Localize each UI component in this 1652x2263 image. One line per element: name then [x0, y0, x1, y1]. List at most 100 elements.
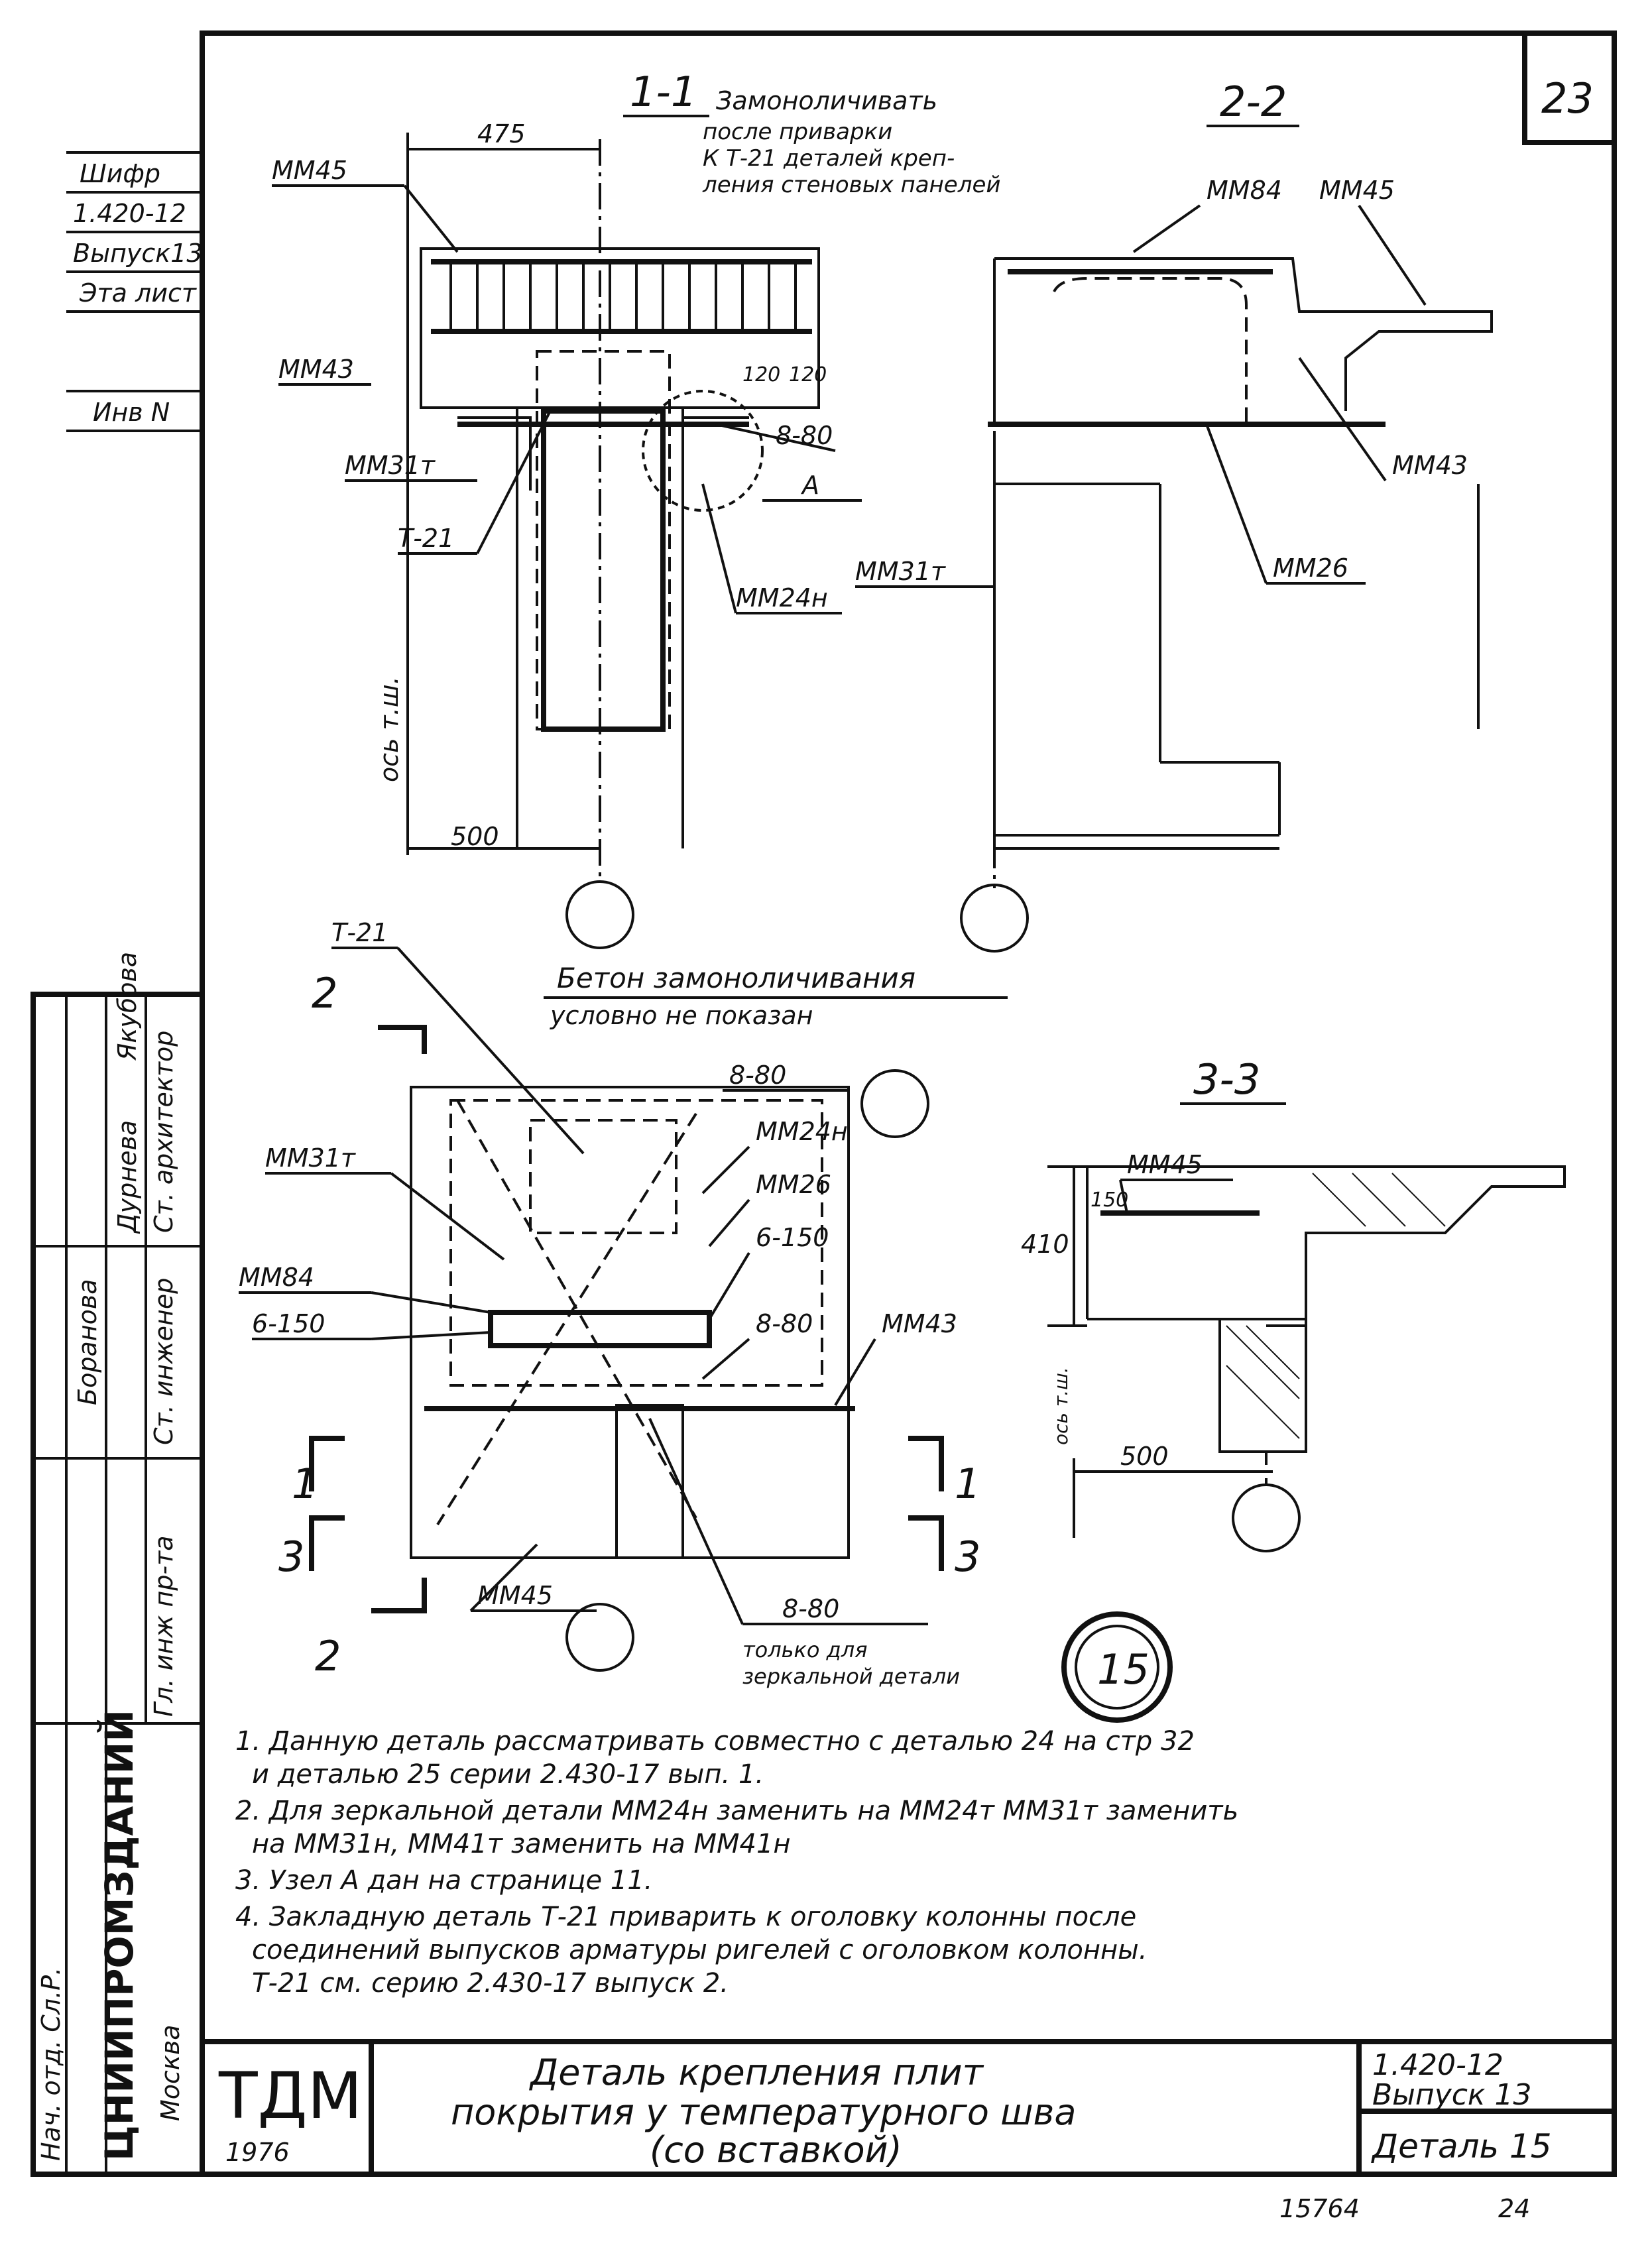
plan-weld-mid: 8-80 — [756, 1309, 813, 1338]
plan-label-mm43: ММ43 — [882, 1309, 957, 1338]
section-3-3: 3-3 ММ45 150 410 500 ось т.ш. — [1021, 1055, 1566, 1552]
cut-3-left-label: 3 — [278, 1533, 304, 1581]
note-4-line-2: соединений выпусков арматуры ригелей с о… — [252, 1935, 1147, 1965]
footer-inv: 15764 — [1279, 2194, 1360, 2223]
plan-mirror-note-2: зеркальной детали — [742, 1664, 960, 1689]
detail-number: 15 — [1097, 1645, 1150, 1694]
label-mm45: ММ45 — [272, 156, 347, 185]
role-chief-engineer: Гл. инж пр-та — [149, 1535, 178, 1717]
axis-label: ось т.ш. — [375, 676, 404, 782]
left-stamp: Шифр 1.420-12 Выпуск13 Эта лист Инв N — [66, 151, 203, 432]
monolith-note-3: К Т-21 деталей креп- — [703, 145, 955, 172]
name-yakubova: Якубова — [113, 952, 142, 1061]
monolith-note-4: ления стеновых панелей — [702, 172, 1000, 198]
dim-120-b: 120 — [789, 363, 827, 386]
note-4-line-1: 4. Закладную деталь Т-21 приварить к ого… — [235, 1902, 1136, 1932]
note-2-line-2: на ММ31н, ММ41т заменить на ММ41н — [252, 1829, 791, 1859]
title-detail: Деталь 15 — [1371, 2127, 1552, 2166]
role-senior-architect: Ст. архитектор — [149, 1031, 178, 1233]
plan-label-mm45: ММ45 — [477, 1581, 553, 1610]
title-issue: Выпуск 13 — [1372, 2078, 1531, 2112]
label-weld-8-80: 8-80 — [776, 421, 833, 450]
cut-2-bottom-label: 2 — [315, 1632, 341, 1680]
head-of-department: Нач. отд. Сл.Р. — [36, 1967, 66, 2161]
stamp-cipher: Шифр — [80, 159, 160, 188]
plan-mm84-bar — [488, 1310, 712, 1348]
monolith-note-2: после приварки — [703, 119, 892, 145]
cut-3-right-label: 3 — [955, 1533, 980, 1581]
section-1-1: 1-1 Замоноличивать после приварки К Т-21… — [272, 68, 1000, 949]
monolith-note-1: Замоноличивать — [716, 86, 937, 115]
dim-500-3: 500 — [1120, 1442, 1169, 1471]
plan-note-1: Бетон замоноличивания — [557, 962, 915, 994]
label-mm26: ММ26 — [1273, 553, 1348, 583]
org-name: ЦНИИПРОМЗДАНИЙ — [96, 1710, 142, 2161]
plan-axis-marker-top — [860, 1069, 929, 1138]
logo-tdm: ТДМ — [218, 2059, 362, 2133]
plan-weld-top: 8-80 — [729, 1061, 786, 1090]
section-2-2: 2-2 ММ84 ММ45 ММ43 ММ26 ММ31т — [855, 78, 1493, 953]
dim-475: 475 — [477, 119, 526, 148]
label-mm45-3: ММ45 — [1127, 1150, 1203, 1179]
label-node-a: А — [800, 471, 819, 500]
axis-label-3: ось т.ш. — [1050, 1367, 1072, 1445]
detail-number-circle — [1061, 1611, 1173, 1723]
name-durneva: Дурнева — [113, 1120, 142, 1234]
stamp-inv: Инв N — [93, 398, 170, 427]
label-mm31t: ММ31т — [345, 451, 436, 480]
plan-label-mm24h: ММ24н — [756, 1117, 848, 1146]
label-mm43: ММ43 — [278, 355, 354, 384]
plan-weld-6-150-a: 6-150 — [756, 1223, 829, 1252]
plan-note-2: условно не показан — [550, 1001, 813, 1030]
cut-1-right-label: 1 — [955, 1460, 980, 1508]
section-2-2-title: 2-2 — [1220, 78, 1287, 126]
plan-label-mm26: ММ26 — [756, 1170, 831, 1199]
stamp-issue: Выпуск13 — [73, 239, 203, 268]
plan-axis-marker-bottom — [565, 1603, 634, 1672]
stamp-sheet: Эта лист — [79, 278, 198, 308]
title-year: 1976 — [225, 2138, 290, 2167]
label-mm24h: ММ24н — [736, 583, 828, 612]
label-mm43-2: ММ43 — [1392, 451, 1468, 480]
signature-block: Гл. инж пр-та Ст. инженер Ст. архитектор… — [30, 952, 205, 2177]
dim-120-a: 120 — [742, 363, 780, 386]
slab-outline — [420, 247, 820, 409]
name-boranova: Боранова — [73, 1279, 102, 1405]
axis-marker-2 — [960, 884, 1029, 953]
title-block: ТДМ 1976 Деталь крепления плит покрытия … — [200, 2039, 1617, 2177]
axis-marker-3 — [1232, 1483, 1301, 1552]
section-3-3-wall — [1218, 1318, 1307, 1453]
note-1-line-1: 1. Данную деталь рассматривать совместно… — [235, 1726, 1195, 1757]
dim-500: 500 — [451, 822, 499, 851]
label-mm31t-2: ММ31т — [855, 557, 947, 586]
cut-2-top-label: 2 — [312, 969, 337, 1017]
org-city: Москва — [156, 2024, 185, 2121]
plan-weld-6-150-b: 6-150 — [252, 1309, 325, 1338]
page-number: 23 — [1541, 74, 1594, 123]
plan-embed-t21 — [529, 1119, 678, 1234]
label-t21: Т-21 — [398, 524, 454, 553]
section-3-3-title: 3-3 — [1193, 1055, 1260, 1104]
footer-sheet: 24 — [1498, 2194, 1530, 2223]
note-2-line-1: 2. Для зеркальной детали ММ24н заменить … — [235, 1796, 1238, 1826]
column-head — [541, 408, 666, 732]
plan-label-mm84: ММ84 — [239, 1263, 314, 1292]
stamp-series: 1.420-12 — [73, 199, 186, 228]
plan-label-t21: Т-21 — [331, 918, 388, 947]
title-series: 1.420-12 — [1372, 2048, 1504, 2082]
note-4-line-3: Т-21 см. серию 2.430-17 выпуск 2. — [252, 1968, 729, 1999]
dim-150: 150 — [1091, 1189, 1128, 1212]
label-mm45-2: ММ45 — [1319, 176, 1395, 205]
plan-weld-bottom: 8-80 — [782, 1594, 839, 1623]
dim-410: 410 — [1021, 1230, 1069, 1259]
plan-mirror-note-1: только для — [742, 1637, 867, 1662]
note-1-line-2: и деталью 25 серии 2.430-17 вып. 1. — [252, 1759, 764, 1790]
plan-label-mm31t: ММ31т — [265, 1143, 357, 1173]
plan-view: Т-21 Бетон замоноличивания условно не по… — [239, 918, 1173, 1723]
role-senior-engineer: Ст. инженер — [149, 1278, 178, 1445]
notes-block: 1. Данную деталь рассматривать совместно… — [235, 1726, 1238, 1999]
section-1-1-title: 1-1 — [630, 68, 697, 116]
title-line-1: Деталь крепления плит — [529, 2052, 984, 2093]
